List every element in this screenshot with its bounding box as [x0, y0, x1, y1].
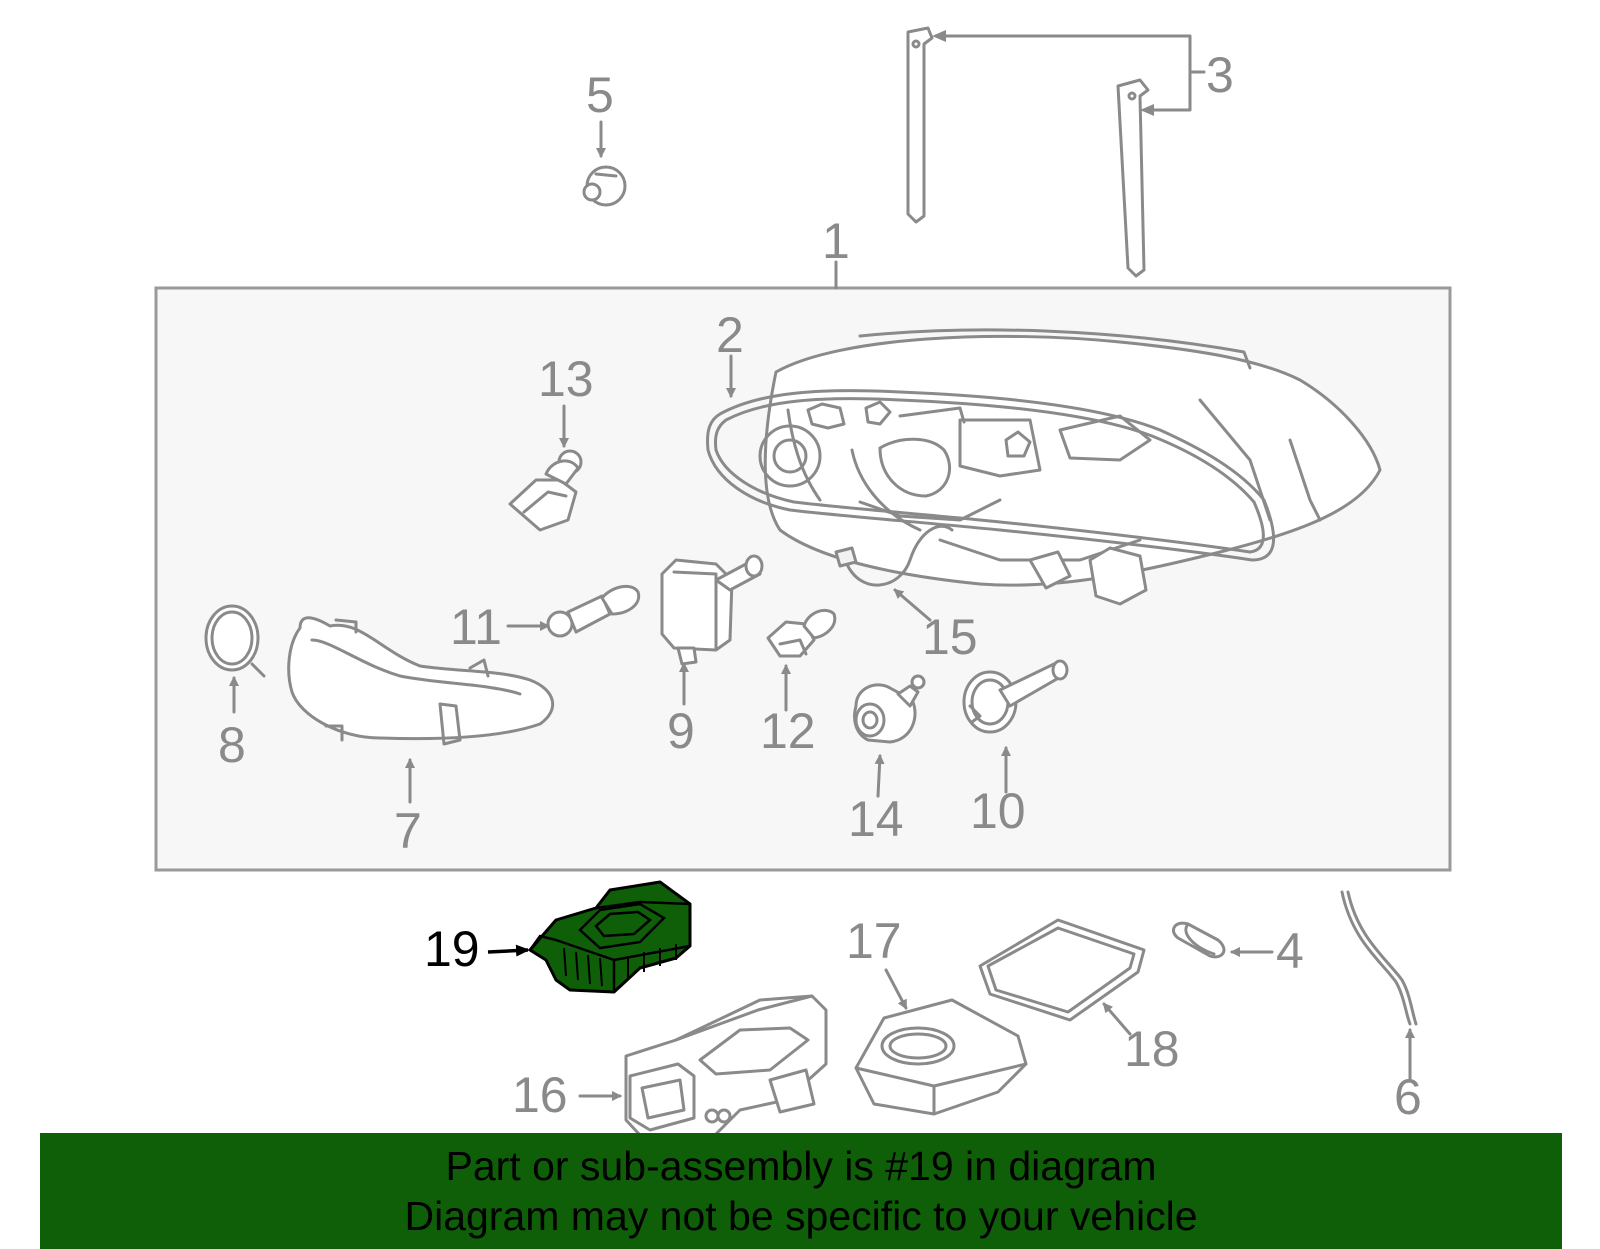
callout-17-leader [884, 968, 908, 1010]
banner-line-1: Part or sub-assembly is #19 in diagram [445, 1143, 1157, 1189]
callout-14: 14 [848, 791, 904, 847]
callout-15: 15 [922, 609, 978, 665]
wiring-harness-part-15 [834, 524, 954, 587]
callout-16: 16 [512, 1067, 568, 1123]
callout-14-leader [874, 754, 885, 798]
callout-4: 4 [1276, 923, 1304, 979]
housing-cover-part-7 [287, 616, 555, 746]
gasket-part-18 [978, 918, 1146, 1022]
callout-3-leader [942, 34, 1192, 112]
headlamp-housing-part-2 [706, 328, 1382, 606]
banner-line-2: Diagram may not be specific to your vehi… [404, 1193, 1198, 1239]
bulb-socket-part-12 [766, 609, 837, 658]
callout-10: 10 [970, 783, 1026, 839]
bulb-part-10 [962, 659, 1069, 734]
bulb-part-11 [546, 584, 641, 638]
callout-7: 7 [394, 803, 422, 859]
callout-9: 9 [667, 703, 695, 759]
callout-2: 2 [716, 307, 744, 363]
callout-19-leader [487, 944, 530, 957]
callout-15-leader [893, 588, 932, 622]
socket-part-14 [853, 674, 926, 744]
callout-18: 18 [1124, 1021, 1180, 1077]
bulb-socket-part-13 [508, 449, 583, 532]
cap-part-4 [1172, 921, 1226, 959]
mounting-bracket-right [1116, 78, 1150, 278]
callout-5: 5 [586, 67, 614, 123]
control-module-part-16 [624, 994, 828, 1152]
mounting-bracket-left [906, 26, 934, 224]
callout-17: 17 [846, 913, 902, 969]
callout-1: 1 [822, 213, 850, 269]
rod-part-6 [1340, 890, 1418, 1026]
info-banner: Part or sub-assembly is #19 in diagram D… [40, 1133, 1562, 1249]
clip-part-5 [582, 165, 627, 207]
callout-18-leader [1102, 1002, 1132, 1036]
callout-11: 11 [450, 599, 502, 655]
callout-3: 3 [1206, 47, 1234, 103]
callout-8: 8 [218, 717, 246, 773]
callout-6: 6 [1394, 1069, 1422, 1125]
igniter-part-9 [660, 554, 764, 666]
callout-19: 19 [424, 921, 480, 977]
control-module-part-19 [528, 880, 692, 994]
callout-12: 12 [760, 703, 816, 759]
callout-13: 13 [538, 351, 594, 407]
ballast-part-17 [854, 998, 1028, 1116]
retaining-ring-part-8 [204, 604, 266, 678]
